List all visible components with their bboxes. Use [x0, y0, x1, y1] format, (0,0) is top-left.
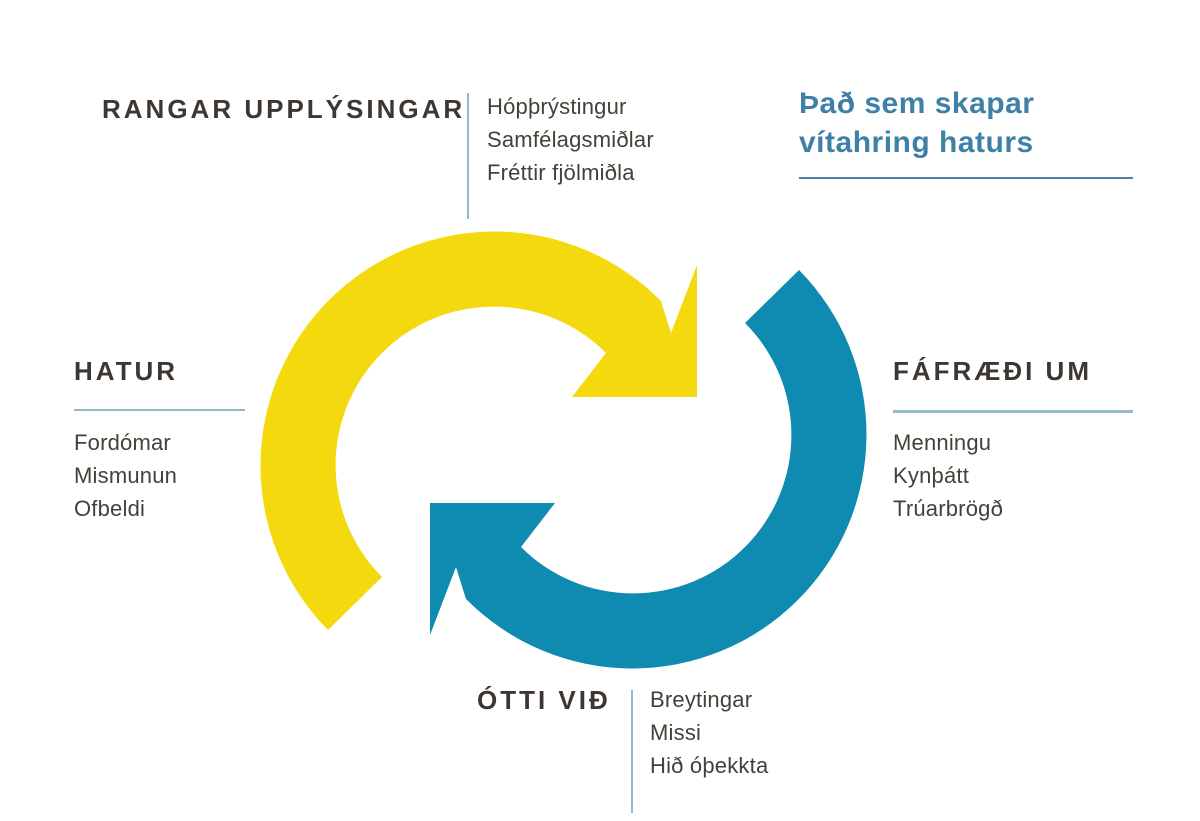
page-title-line1: Það sem skapar [799, 87, 1035, 120]
page-title-line2: vítahring haturs [799, 126, 1034, 159]
heading-fear: ÓTTI VIÐ [477, 685, 611, 715]
list-item: Menningu [893, 430, 992, 455]
heading-misinformation: RANGAR UPPLÝSINGAR [102, 94, 466, 124]
cycle-arrow-blue-icon [430, 270, 867, 669]
cycle-arrow-yellow-icon [260, 231, 697, 631]
list-item: Fréttir fjölmiðla [487, 160, 635, 185]
list-fear: Breytingar Missi Hið óþekkta [650, 683, 768, 782]
list-misinformation: Hópþrýstingur Samfélagsmiðlar Fréttir fj… [487, 90, 654, 189]
heading-ignorance: FÁFRÆÐI UM [893, 356, 1092, 386]
list-item: Missi [650, 720, 702, 745]
list-item: Hið óþekkta [650, 753, 769, 778]
list-hatred: Fordómar Mismunun Ofbeldi [74, 426, 177, 525]
divider-hatred [74, 409, 245, 411]
list-item: Fordómar [74, 430, 171, 455]
list-item: Hópþrýstingur [487, 94, 627, 119]
divider-vertical-misinformation [467, 93, 469, 219]
divider-vertical-fear [631, 690, 633, 813]
list-item: Mismunun [74, 463, 178, 488]
list-item: Samfélagsmiðlar [487, 127, 654, 152]
heading-hatred: HATUR [74, 356, 179, 386]
divider-ignorance [893, 410, 1133, 413]
list-item: Breytingar [650, 687, 753, 712]
title-underline [799, 177, 1133, 179]
list-item: Ofbeldi [74, 496, 146, 521]
list-item: Trúarbrögð [893, 496, 1004, 521]
list-item: Kynþátt [893, 463, 970, 488]
list-ignorance: Menningu Kynþátt Trúarbrögð [893, 426, 1003, 525]
page-title: Það sem skapar vítahring haturs [799, 84, 1034, 162]
